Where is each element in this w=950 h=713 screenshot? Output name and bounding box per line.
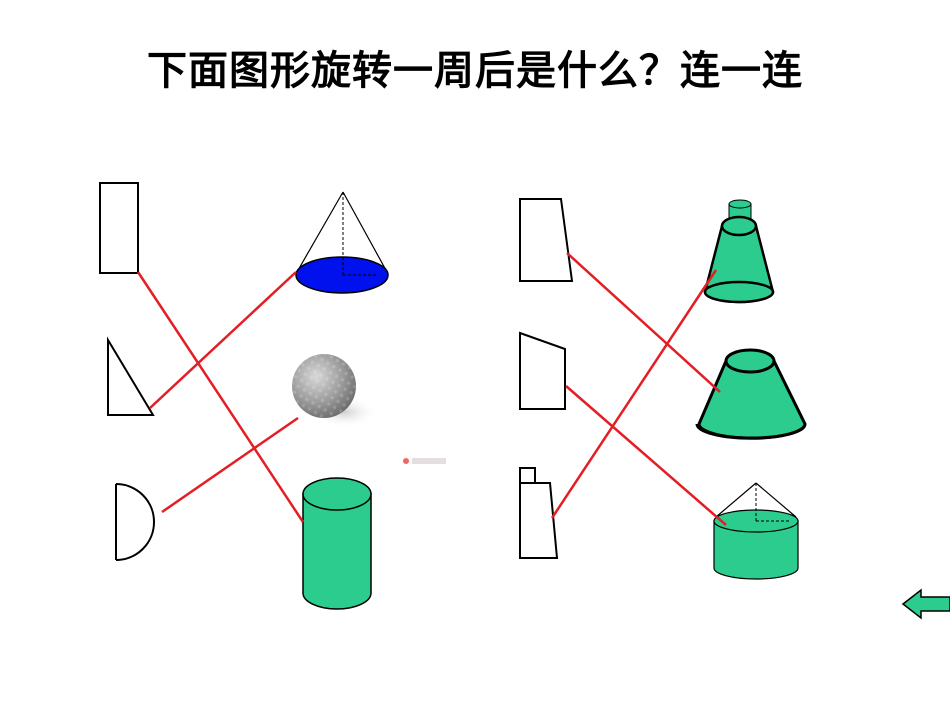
answer-lines <box>136 252 727 526</box>
right-trapezoid-shape-reversed <box>519 331 566 410</box>
watermark-logo <box>403 458 446 464</box>
left-arrow-icon[interactable] <box>901 588 950 620</box>
right-trapezoid-shape <box>519 198 574 282</box>
cone-on-cylinder-solid <box>713 482 799 580</box>
semicircle-shape <box>115 483 155 561</box>
answer-line-rectangle-cylinder <box>136 271 305 523</box>
answer-line-trapezoid-cone-cylinder <box>565 385 727 526</box>
page-title: 下面图形旋转一周后是什么？连一连 <box>147 48 803 94</box>
answer-line-trapezoid-frustum <box>566 252 721 393</box>
rectangle-shape <box>99 182 139 274</box>
sphere-solid <box>292 354 378 428</box>
stacked-trapezoid-shape <box>519 467 559 559</box>
answer-line-semicircle-sphere <box>161 416 299 514</box>
stacked-frustum-solid <box>703 199 775 304</box>
answer-line-stacked-stacked <box>550 269 718 519</box>
cone-solid <box>295 191 389 294</box>
frustum-solid <box>695 348 807 440</box>
answer-line-triangle-cone <box>149 271 297 409</box>
cylinder-solid <box>302 477 372 610</box>
right-triangle-shape <box>107 336 155 416</box>
